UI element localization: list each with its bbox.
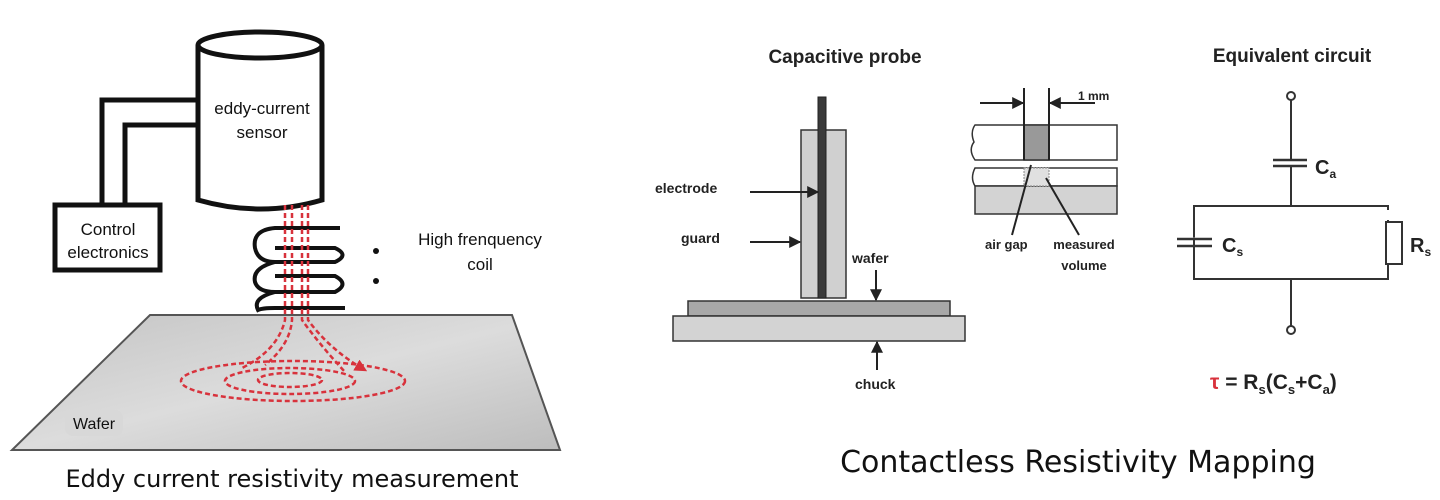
control-wire-inner — [122, 122, 222, 205]
guard-label: guard — [681, 230, 720, 246]
electrode-label: electrode — [655, 180, 717, 196]
capacitive-probe-diagram: Capacitive probe electrode guard wafer c… — [655, 47, 1118, 392]
eddy-current-field — [179, 205, 407, 403]
terminal-bottom — [1286, 325, 1296, 335]
measured-volume-label-line2: volume — [1061, 258, 1107, 273]
sensor-cylinder-body — [195, 45, 325, 212]
chuck-label: chuck — [855, 376, 896, 392]
control-electronics-box — [52, 202, 163, 273]
right-caption: Contactless Resistivity Mapping — [840, 445, 1316, 480]
coil-label-line2: coil — [467, 255, 493, 274]
air-gap-label: air gap — [985, 237, 1028, 252]
control-label-line1: Control — [81, 220, 136, 239]
eddy-current-diagram: Control electronics eddy-current sensor … — [9, 29, 562, 493]
dimension-label: 1 mm — [1078, 89, 1109, 103]
coil-terminal-dot — [373, 248, 379, 254]
probe-electrode — [817, 96, 827, 299]
measured-volume-label-line1: measured — [1053, 237, 1114, 252]
coil-terminal-dot — [373, 278, 379, 284]
sensor-label-line2: sensor — [236, 123, 287, 142]
wafer-plate — [9, 314, 562, 451]
sensor-label-line1: eddy-current — [214, 99, 310, 118]
left-caption: Eddy current resistivity measurement — [65, 465, 518, 493]
control-label-line2: electronics — [67, 243, 148, 262]
rs-label: Rs — [1410, 235, 1431, 259]
probe-wafer — [687, 300, 951, 317]
time-constant-formula: τ = Rs(Cs+Ca) — [1210, 371, 1337, 397]
terminal-top — [1286, 91, 1296, 101]
control-wire-outer — [99, 97, 222, 205]
probe-chuck — [672, 315, 966, 342]
cs-label: Cs — [1222, 235, 1243, 259]
wafer-label-bg — [65, 410, 123, 436]
wafer-label: Wafer — [73, 416, 116, 433]
ca-label: Ca — [1315, 157, 1336, 181]
wafer-label-probe: wafer — [851, 250, 889, 266]
equivalent-circuit-title: Equivalent circuit — [1213, 46, 1372, 67]
equivalent-circuit-diagram: Equivalent circuit Ca Cs Rs τ = Rs — [1177, 46, 1431, 397]
coil-label-line1: High frenquency — [418, 230, 542, 249]
air-gap-detail — [970, 88, 1118, 236]
sensor-cylinder-top — [195, 29, 325, 61]
capacitive-probe-title: Capacitive probe — [768, 47, 921, 68]
coil — [252, 226, 345, 313]
